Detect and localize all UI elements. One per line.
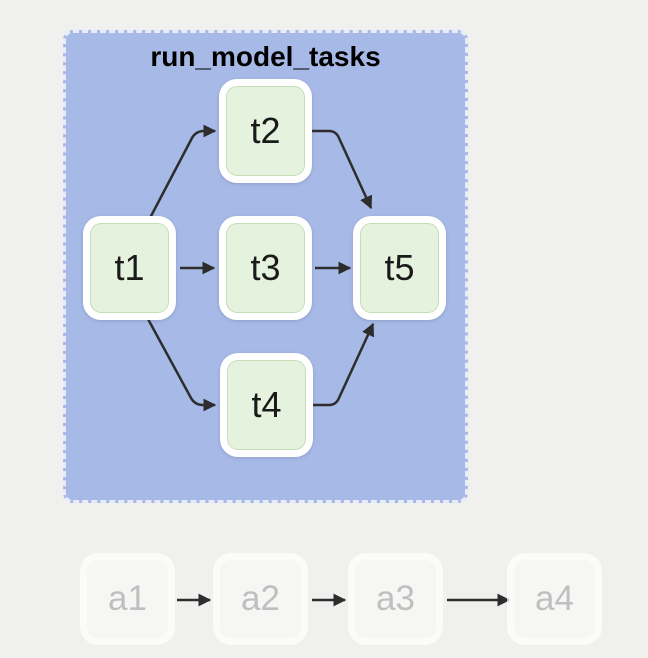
ghost-node-a2: a2 bbox=[213, 553, 308, 645]
task-node-t1[interactable]: t1 bbox=[83, 216, 176, 320]
task-node-label: t3 bbox=[250, 247, 281, 288]
task-node-t4[interactable]: t4 bbox=[220, 353, 313, 457]
task-node-t3[interactable]: t3 bbox=[219, 216, 312, 320]
ghost-node-label: a2 bbox=[241, 579, 280, 618]
task-node-label: t4 bbox=[251, 384, 282, 425]
task-node-t5[interactable]: t5 bbox=[353, 216, 446, 320]
ghost-node-a4: a4 bbox=[507, 553, 602, 645]
ghost-node-label: a3 bbox=[376, 579, 415, 618]
task-node-label: t1 bbox=[114, 247, 145, 288]
task-node-label: t5 bbox=[384, 247, 415, 288]
ghost-node-a3: a3 bbox=[348, 553, 443, 645]
cluster-title: run_model_tasks bbox=[150, 41, 381, 72]
ghost-node-a1: a1 bbox=[80, 553, 175, 645]
ghost-node-label: a1 bbox=[108, 579, 147, 618]
task-node-label: t2 bbox=[250, 110, 281, 151]
ghost-node-label: a4 bbox=[535, 579, 574, 618]
task-node-t2[interactable]: t2 bbox=[219, 79, 312, 183]
